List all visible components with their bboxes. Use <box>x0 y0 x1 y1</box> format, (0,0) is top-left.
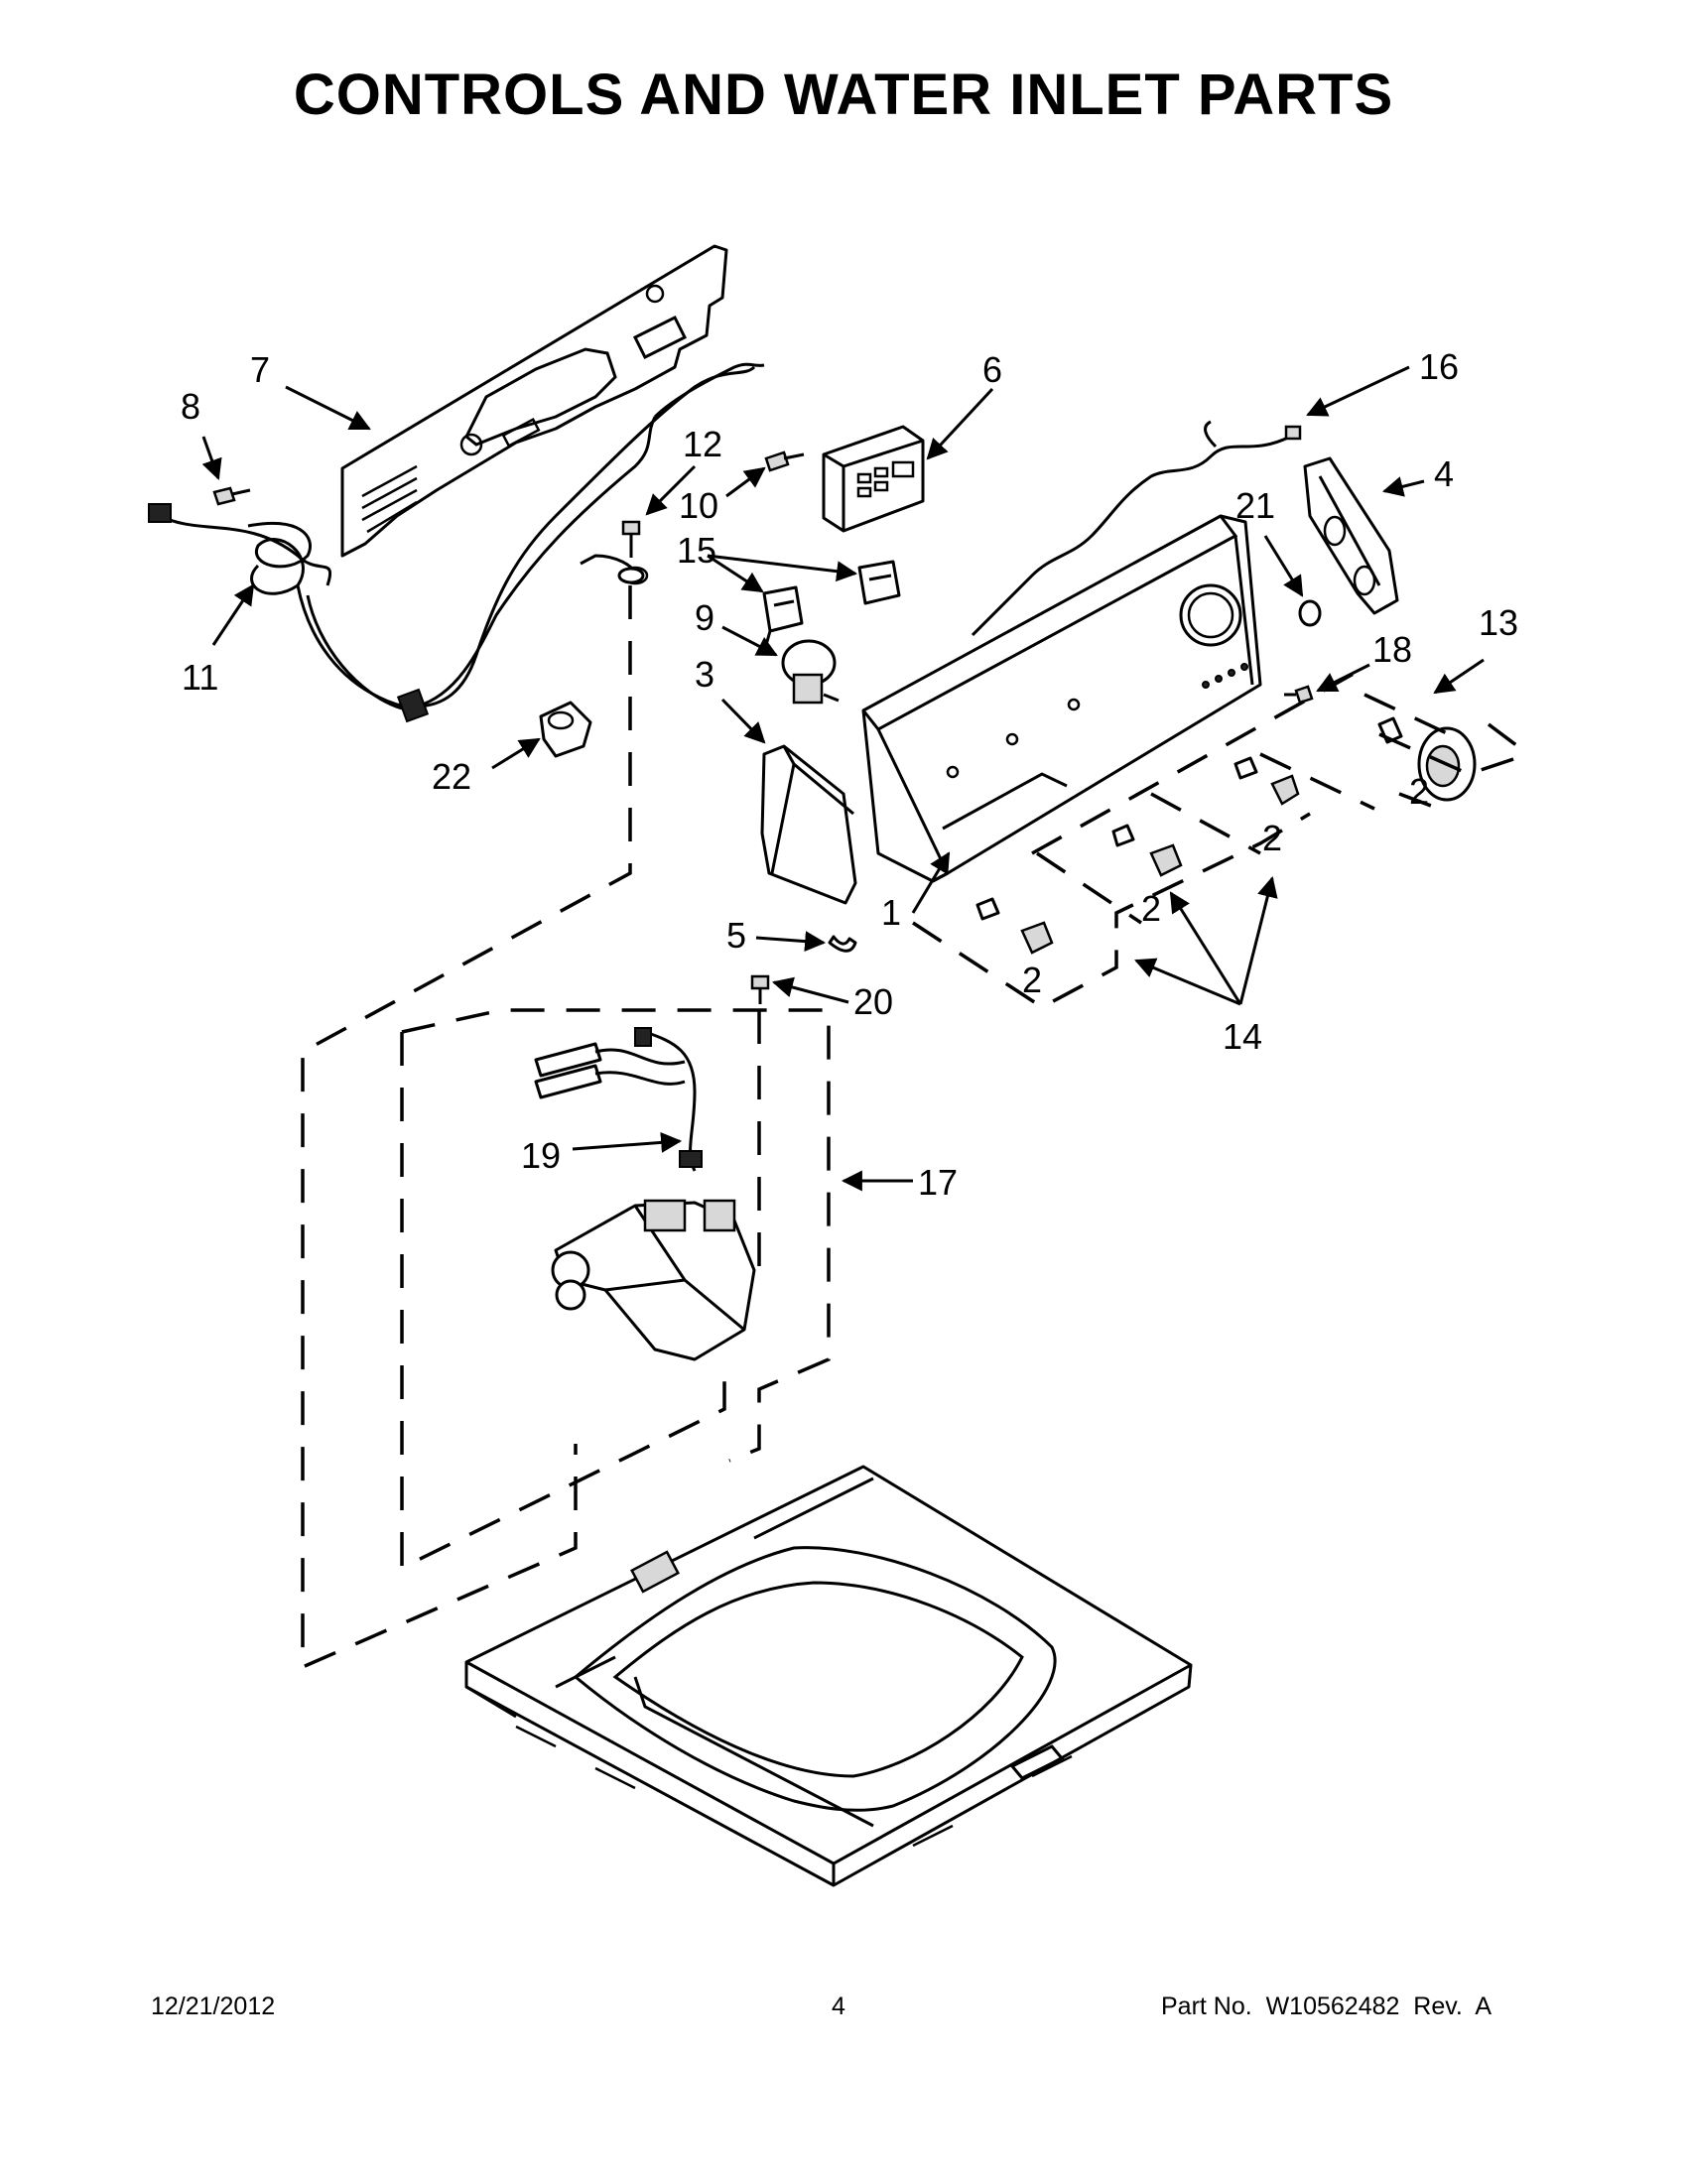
callout-2d: 2 <box>1022 960 1042 1000</box>
callout-15: 15 <box>677 530 716 571</box>
knob-2b <box>1111 824 1183 877</box>
callout-6: 6 <box>982 349 1002 390</box>
callout-9: 9 <box>695 597 714 638</box>
electronic-control-board <box>822 425 925 533</box>
callout-14: 14 <box>1223 1016 1262 1057</box>
callout-5: 5 <box>726 915 746 956</box>
screw-20 <box>750 974 770 1004</box>
callout-11: 11 <box>182 657 218 698</box>
footer-date: 12/21/2012 <box>151 1992 276 2020</box>
callout-3: 3 <box>695 654 714 695</box>
callout-12: 12 <box>683 424 722 464</box>
callout-16: 16 <box>1419 346 1459 387</box>
assembly-boundary-lines <box>301 585 1530 1670</box>
rear-console-panel <box>340 244 728 558</box>
pressure-switch <box>781 639 840 705</box>
right-end-cap <box>1303 456 1399 615</box>
callout-13: 13 <box>1479 602 1518 643</box>
callout-8: 8 <box>181 386 200 427</box>
screw-10 <box>764 450 805 472</box>
switch-15a <box>762 585 804 646</box>
callout-10: 10 <box>679 485 718 526</box>
footer-part-number: Part No. W10562482 Rev. A <box>1161 1992 1492 2020</box>
screw-8 <box>212 486 251 506</box>
plug-button <box>1298 599 1322 627</box>
callout-17: 17 <box>918 1162 958 1203</box>
screw-12 <box>617 520 645 584</box>
switch-15b <box>857 560 901 605</box>
callout-leaders <box>201 365 1485 1192</box>
page-title: CONTROLS AND WATER INLET PARTS <box>293 63 1394 127</box>
footer-page-number: 4 <box>832 1992 845 2020</box>
callout-2b: 2 <box>1262 818 1282 858</box>
callout-22: 22 <box>432 756 471 797</box>
callout-4: 4 <box>1434 453 1454 494</box>
callout-20: 20 <box>853 981 893 1022</box>
washer-top-cover <box>464 1465 1193 1887</box>
left-end-cap <box>760 744 857 905</box>
bracket-22 <box>539 701 592 758</box>
console-wire-harness <box>971 420 1302 637</box>
control-console <box>861 514 1262 883</box>
callout-2a: 2 <box>1409 771 1429 812</box>
screw-18 <box>1284 685 1314 705</box>
water-inlet-valve-harness <box>534 1027 756 1361</box>
clip-5 <box>828 935 857 953</box>
callout-18: 18 <box>1372 629 1412 670</box>
callout-numbers: 1 2 2 2 2 3 4 5 6 7 8 9 10 11 12 13 14 1… <box>181 346 1518 1203</box>
power-cord-harness <box>148 362 765 723</box>
callout-2c: 2 <box>1141 888 1161 929</box>
callout-1: 1 <box>881 892 901 933</box>
callout-7: 7 <box>250 349 270 390</box>
knob-2c <box>975 897 1054 955</box>
callout-21: 21 <box>1235 485 1275 526</box>
knob-2a <box>1233 756 1300 806</box>
callout-19: 19 <box>521 1135 561 1176</box>
